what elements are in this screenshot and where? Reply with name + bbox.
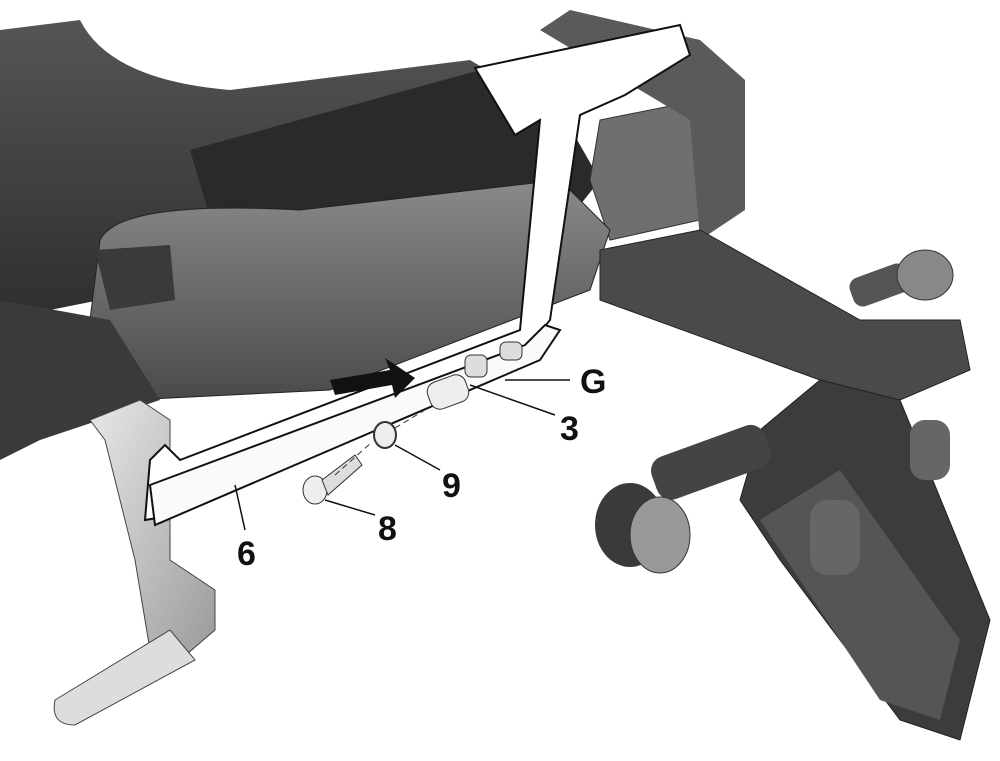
side-panel-grip <box>95 245 175 310</box>
label-g: G <box>580 363 606 401</box>
label-6: 6 <box>237 535 256 573</box>
label-9: 9 <box>442 467 461 505</box>
reflector-bolt <box>810 500 860 575</box>
label-3: 3 <box>560 410 579 448</box>
turn-signal-right <box>849 249 954 307</box>
direction-arrow <box>330 358 415 398</box>
footpeg <box>53 629 196 726</box>
footpeg-hanger <box>89 399 216 661</box>
leader-lines <box>234 379 570 531</box>
rear-subframe <box>599 229 971 401</box>
spacer-part-3 <box>426 374 470 410</box>
spacer-part-g <box>464 341 523 378</box>
label-8: 8 <box>378 510 397 548</box>
tail-cowl-top <box>540 10 745 240</box>
assembly-axis-line <box>334 409 426 476</box>
frame-left <box>0 300 160 460</box>
bolt-part-8 <box>302 454 363 505</box>
turn-signal-left <box>595 424 771 574</box>
washer-part-9 <box>373 421 397 449</box>
reflector-bolt <box>910 420 950 480</box>
